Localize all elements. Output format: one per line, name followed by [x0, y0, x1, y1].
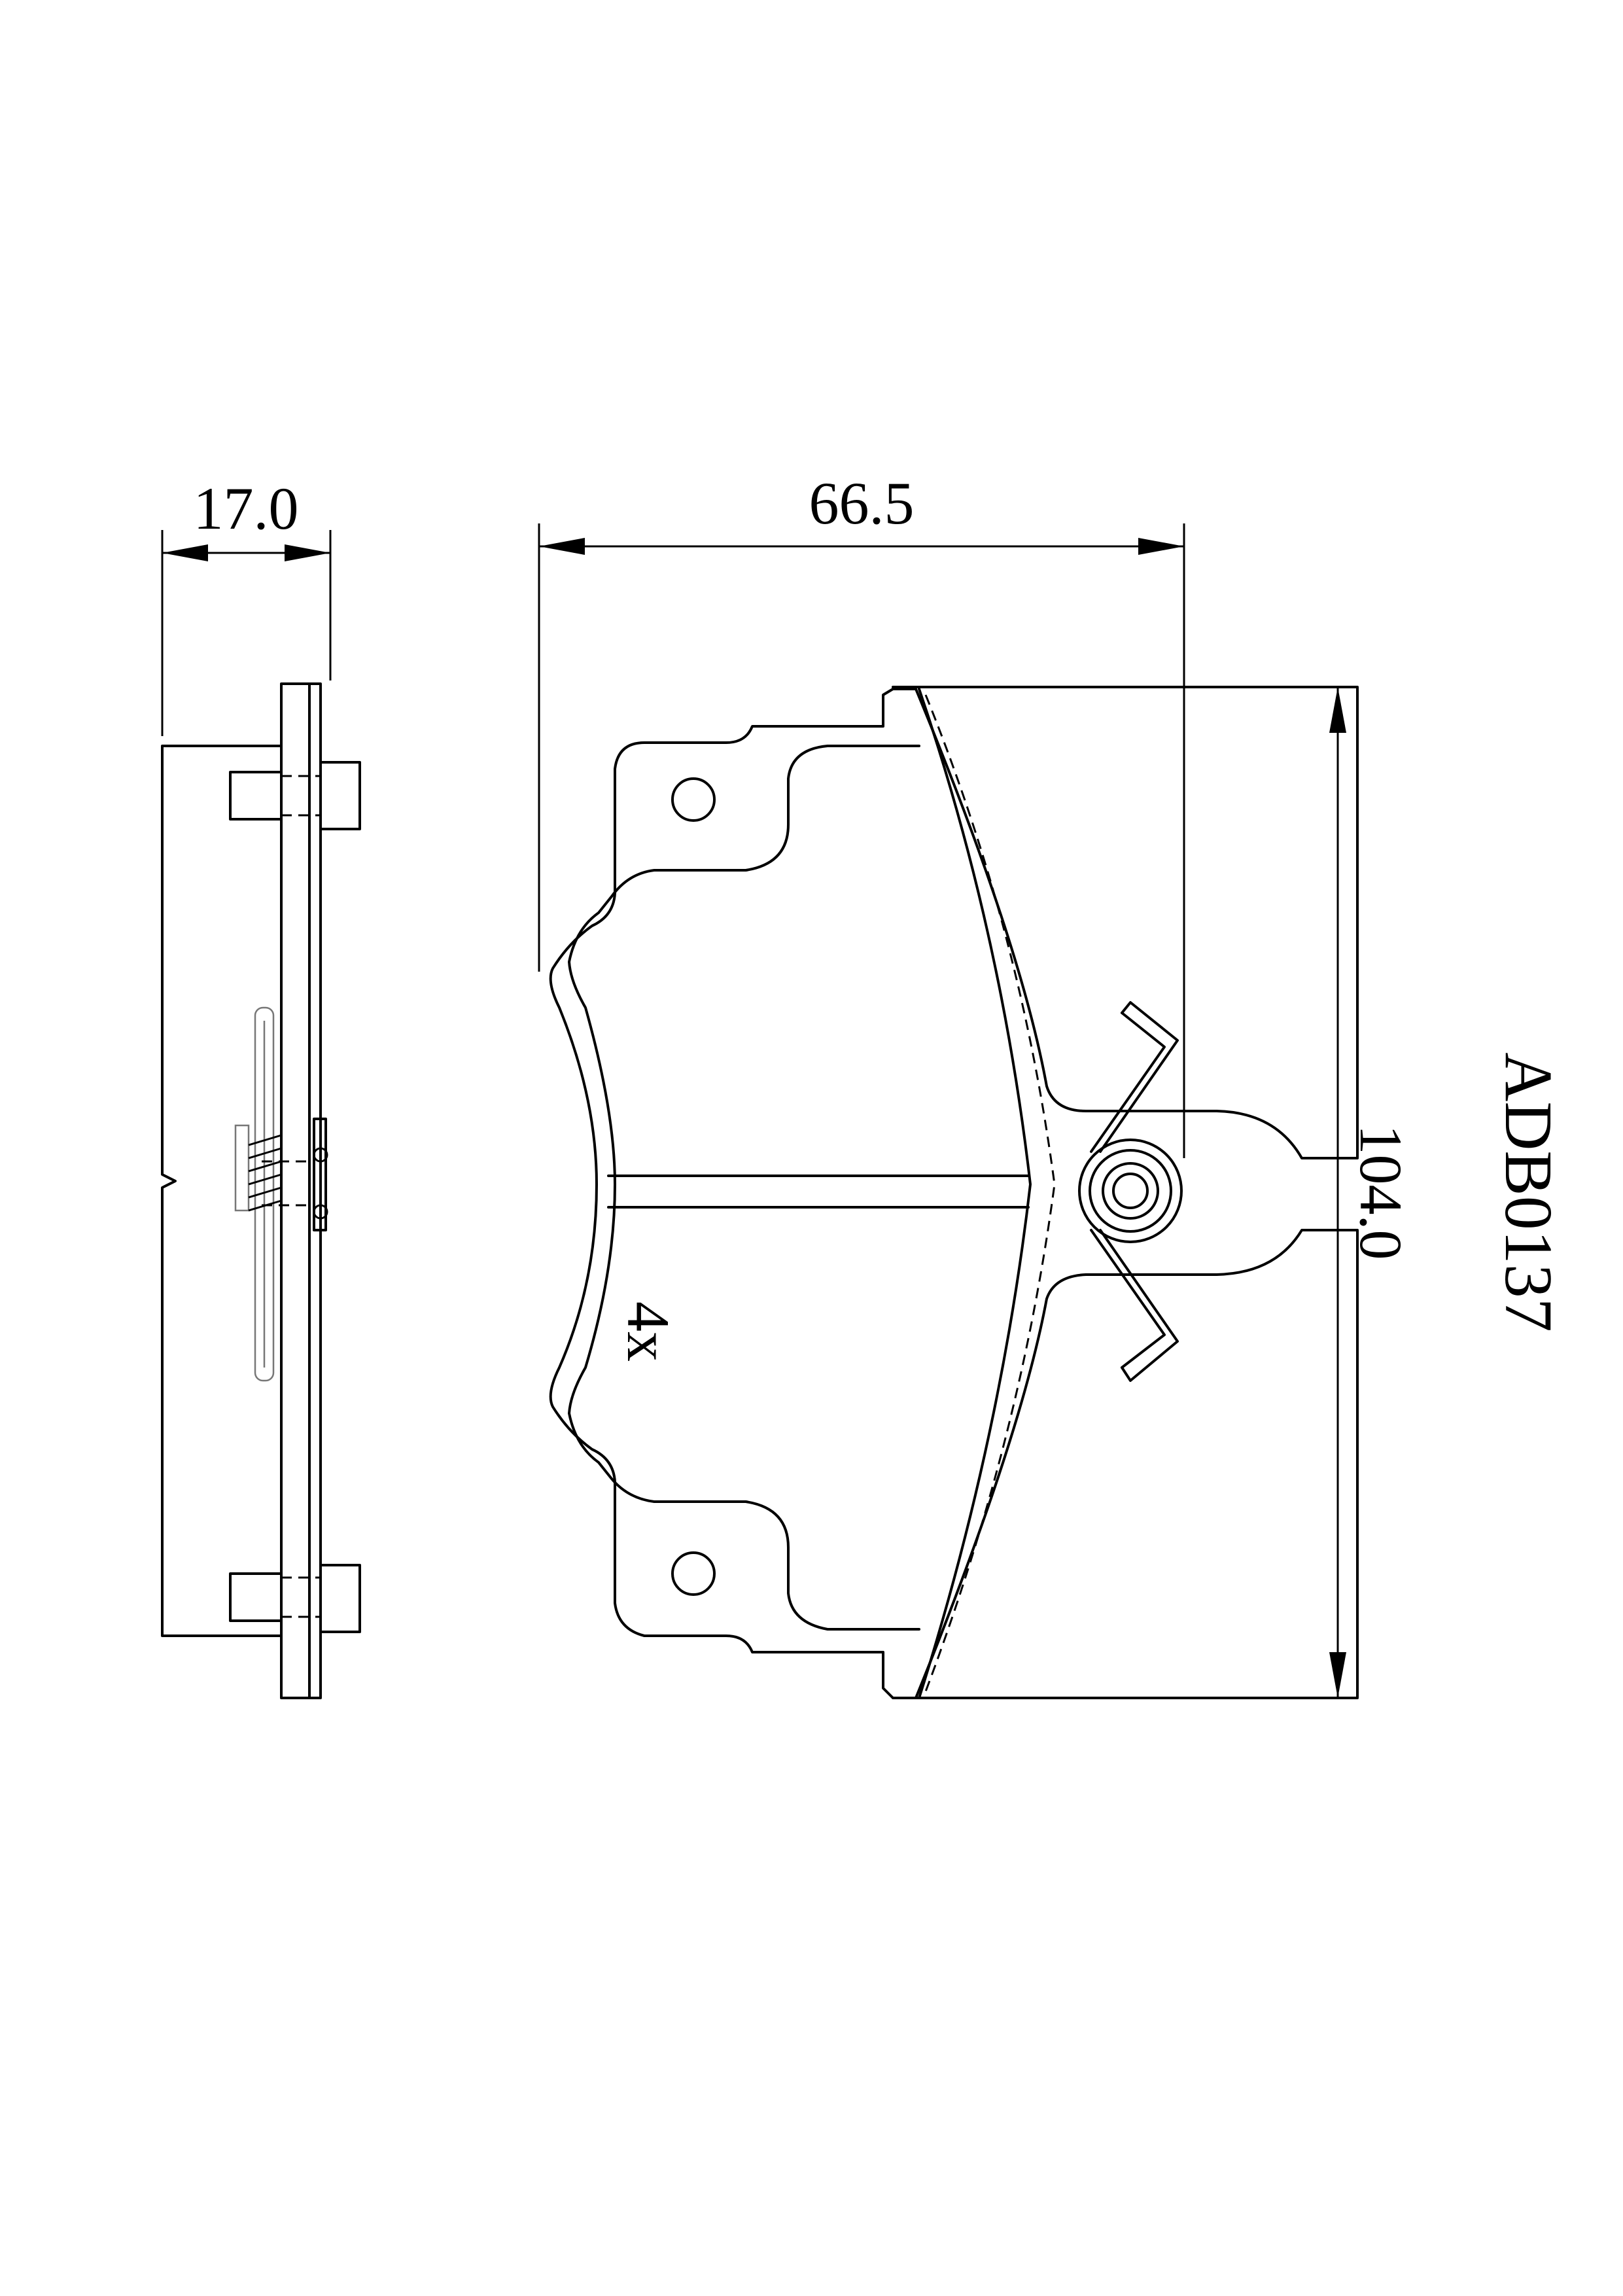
- height-value: 104.0: [1348, 1125, 1414, 1260]
- front-view-backing-plate: [549, 686, 1359, 1699]
- width-dimension: 66.5: [538, 470, 1185, 1158]
- side-view: 17.0: [161, 475, 361, 1699]
- side-view-spring-clip: [234, 1006, 328, 1382]
- side-view-backing-plate: [280, 682, 322, 1699]
- front-view: 4x 66.5 104.0: [538, 470, 1414, 1699]
- thickness-value: 17.0: [194, 475, 299, 542]
- lower-mounting-hole: [671, 1551, 716, 1596]
- upper-mounting-hole: [671, 777, 716, 822]
- quantity-label: 4x: [615, 1301, 682, 1362]
- side-view-upper-pin: [229, 761, 361, 830]
- front-view-friction-material: [568, 688, 1032, 1699]
- front-view-chamfer-line: [924, 694, 1056, 1692]
- part-number: ADB0137: [1491, 1052, 1566, 1332]
- front-view-spring-clip: [1078, 1001, 1183, 1382]
- side-view-friction-material: [161, 745, 283, 1637]
- side-view-lower-pin: [229, 1564, 361, 1633]
- height-dimension: 104.0: [916, 686, 1414, 1698]
- width-value: 66.5: [809, 470, 915, 537]
- thickness-dimension: 17.0: [161, 475, 332, 736]
